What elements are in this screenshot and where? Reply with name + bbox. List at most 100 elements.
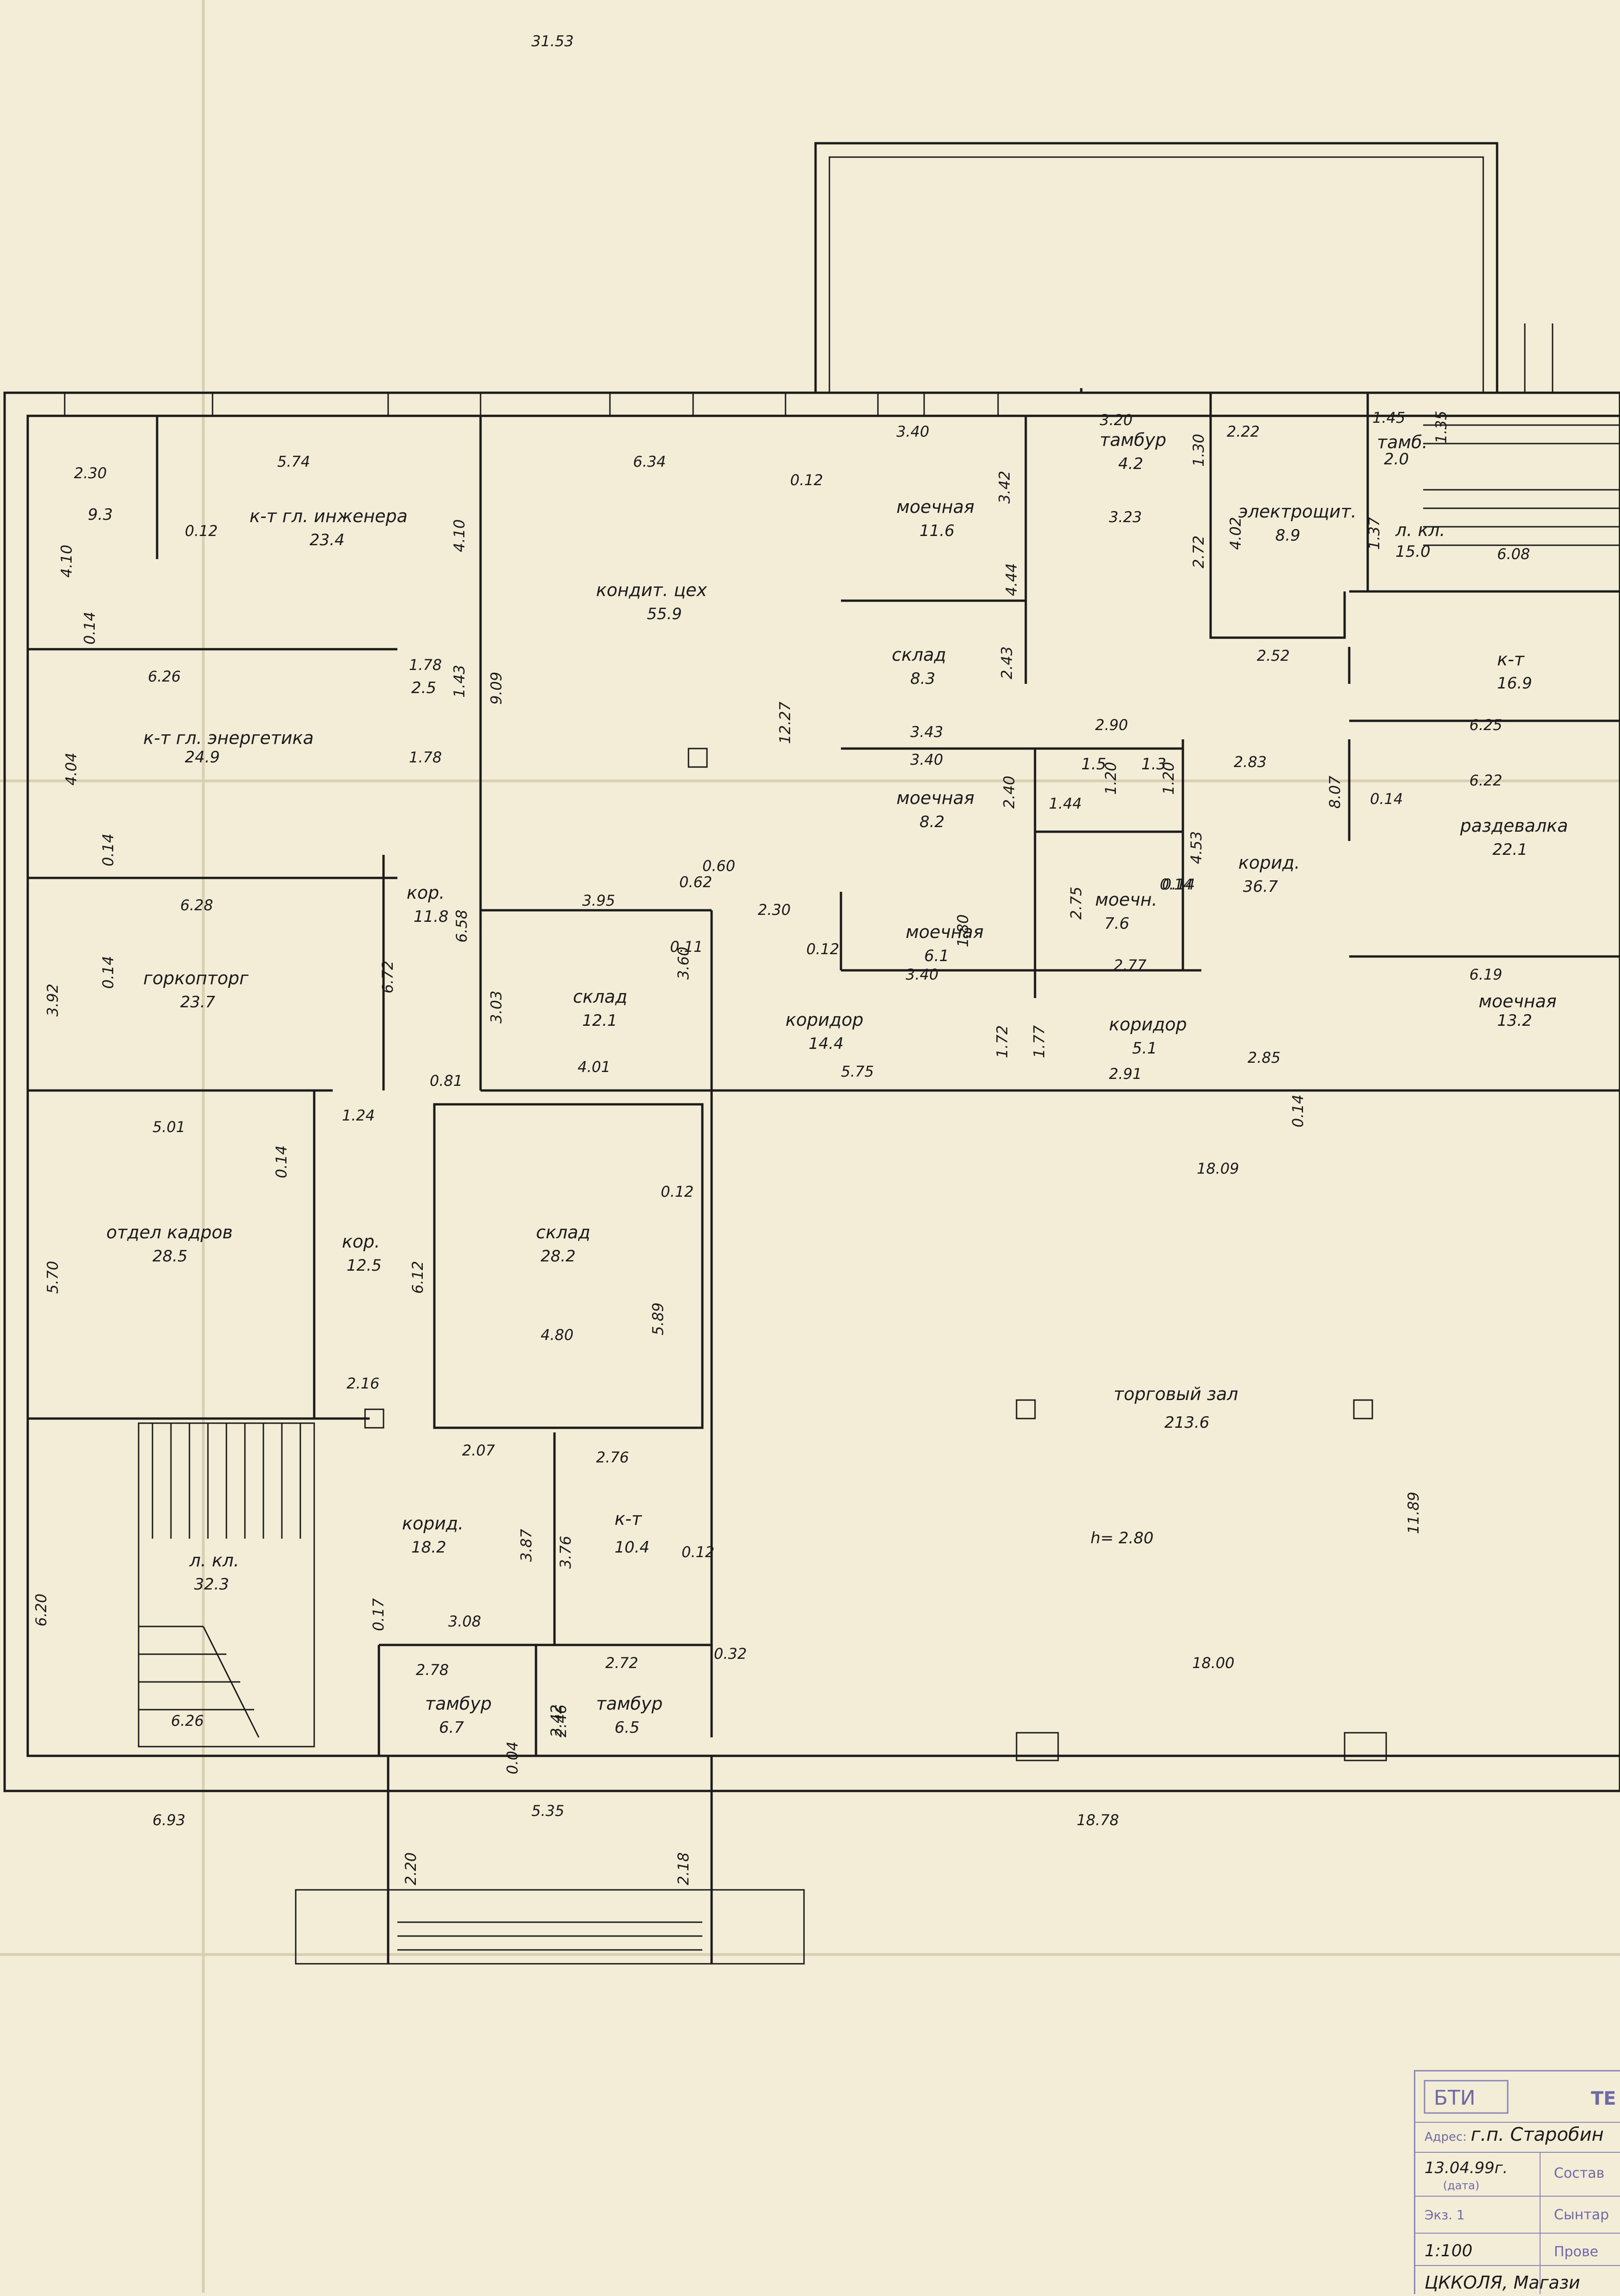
room-r2-name: к-т гл. инженера [250,506,408,526]
room-r5-name: кор. [407,883,445,903]
dimension-label: 1.35 [1432,411,1450,444]
dimension-label: 3.03 [487,991,505,1023]
room-r26-name: моечная [1479,991,1557,1011]
room-r30-area: 10.4 [615,1538,650,1557]
room-r21-name: тамб. [1377,432,1428,452]
dimension-label: 0.62 [679,873,712,891]
dimension-label: 2.78 [416,1661,449,1679]
room-r28-name: торговый зал [1114,1384,1238,1404]
dimension-label: 1.43 [451,665,468,698]
room-r28-area: 213.6 [1164,1413,1209,1432]
dimension-label: 6.26 [171,1712,204,1730]
room-labels: 9.3 к-т гл. инженера 23.4 к-т гл. энерге… [88,430,1568,1737]
room-r11-name: моечная [896,497,974,517]
dimension-label: 5.70 [44,1261,61,1294]
room-r32-name: тамбур [596,1693,663,1714]
room-r11-area: 11.6 [920,522,955,540]
dimension-label: 0.81 [430,1072,463,1090]
room-r29-name: корид. [402,1513,463,1534]
dimension-label: 2.91 [1109,1065,1142,1083]
room-r3-name: к-т гл. энергетика [143,728,314,748]
room-r18-name: коридор [1109,1014,1187,1035]
room-r30-name: к-т [615,1509,643,1529]
dimension-label: 2.76 [596,1449,629,1466]
dimension-label: 3.95 [582,892,615,909]
dimension-label: 5.74 [277,453,310,470]
dimension-label: 4.80 [541,1326,573,1344]
dimension-label: 18.09 [1197,1160,1239,1177]
dimension-label: 3.42 [996,471,1013,504]
title-block-stamp: БТИ ТЕ Адрес: г.п. Старобин 13.04.99г. (… [1415,2080,1620,2294]
dimension-label: 8.07 [1326,775,1344,809]
stamp-date-label: (дата) [1443,2179,1480,2192]
dimension-label: 5.89 [649,1303,667,1335]
dimension-label: 4.44 [1003,563,1020,596]
dimension-label: 0.60 [702,857,735,875]
dimension-label: 3.92 [44,984,61,1017]
dimension-label: 4.10 [58,545,75,578]
dimension-label: 5.75 [841,1063,874,1080]
dimension-label: 1.30 [1190,434,1207,467]
title-block: БТИ ТЕ Адрес: г.п. Старобин 13.04.99г. (… [1414,2070,1620,2294]
dimension-label: 18.78 [1077,1811,1119,1829]
dimension-label: 6.34 [633,453,666,470]
room-r20-area: 8.9 [1275,526,1300,545]
room-r22-area: 15.0 [1395,542,1431,561]
dimension-label: 2.42 [548,1705,565,1737]
room-r16-area: 7.6 [1104,914,1129,933]
dimension-label: 6.93 [152,1811,185,1829]
room-r8-name: кор. [342,1231,380,1252]
room-r33-area: 1.5 [1081,755,1106,773]
stamp-date-value: 13.04.99г. [1425,2159,1508,2177]
room-r9-area: 32.3 [194,1575,229,1594]
dimension-label: 3.40 [906,966,938,983]
room-r21-area: 2.0 [1384,450,1409,469]
stamp-row-partial: Сынтар [1554,2207,1609,2223]
room-r14-area: 12.1 [582,1011,617,1030]
dimension-label: 3.60 [675,947,692,980]
dimension-label: 3.40 [896,423,929,440]
dimension-label: 4.10 [451,519,468,552]
dimension-label: 18.00 [1192,1654,1235,1672]
dimension-label: 4.02 [1227,517,1244,550]
columns [364,748,1387,1761]
dimension-label: 2.72 [605,1654,638,1672]
room-r15-area: 6.1 [924,947,949,965]
dimension-label: 1.77 [1030,1025,1048,1058]
dimension-label: 2.43 [998,646,1016,679]
dimension-label: 0.12 [790,471,823,489]
room-r10-area: 55.9 [647,605,682,623]
dimension-label: 2.30 [758,901,791,919]
dimension-label: 0.32 [714,1645,747,1663]
dimension-label: 9.09 [487,672,505,705]
room-r13-area: 8.2 [920,813,944,831]
room-r3-area: 24.9 [185,748,220,767]
dimension-label: 2.22 [1227,423,1260,440]
room-r5-area: 11.8 [414,907,449,926]
dimension-label: 2.75 [1067,887,1085,920]
dimension-label: 4.04 [62,753,80,786]
dimension-label: 0.14 [81,612,98,645]
dimension-label: 1.44 [1049,795,1082,812]
dimension-label: 2.07 [462,1442,495,1459]
room-r25-area: 36.7 [1243,877,1278,896]
room-r26-area: 13.2 [1497,1011,1532,1030]
dimension-label: 2.16 [347,1375,379,1392]
dimension-label: 6.19 [1469,966,1502,983]
room-r27-area: 28.2 [541,1247,576,1266]
dimension-label: 0.14 [99,834,117,866]
room-r24-name: раздевалка [1460,816,1568,836]
dimension-label: 12.27 [776,701,794,744]
dimension-label: 5.01 [152,1118,185,1136]
dimension-label: 6.28 [180,896,213,914]
room-r14-name: склад [573,987,627,1007]
stamp-sheet-label: Экз. 1 [1425,2207,1465,2223]
dimension-label: 6.22 [1469,772,1502,789]
top-overall-dimension: 31.53 [531,32,574,50]
ceiling-height-note: h= 2.80 [1090,1529,1154,1547]
dimension-label: 1.24 [342,1107,375,1124]
dimension-label: 0.11 [670,938,703,956]
stamp-scale: 1:100 [1425,2241,1473,2260]
dimension-label: 1.37 [1365,517,1383,550]
